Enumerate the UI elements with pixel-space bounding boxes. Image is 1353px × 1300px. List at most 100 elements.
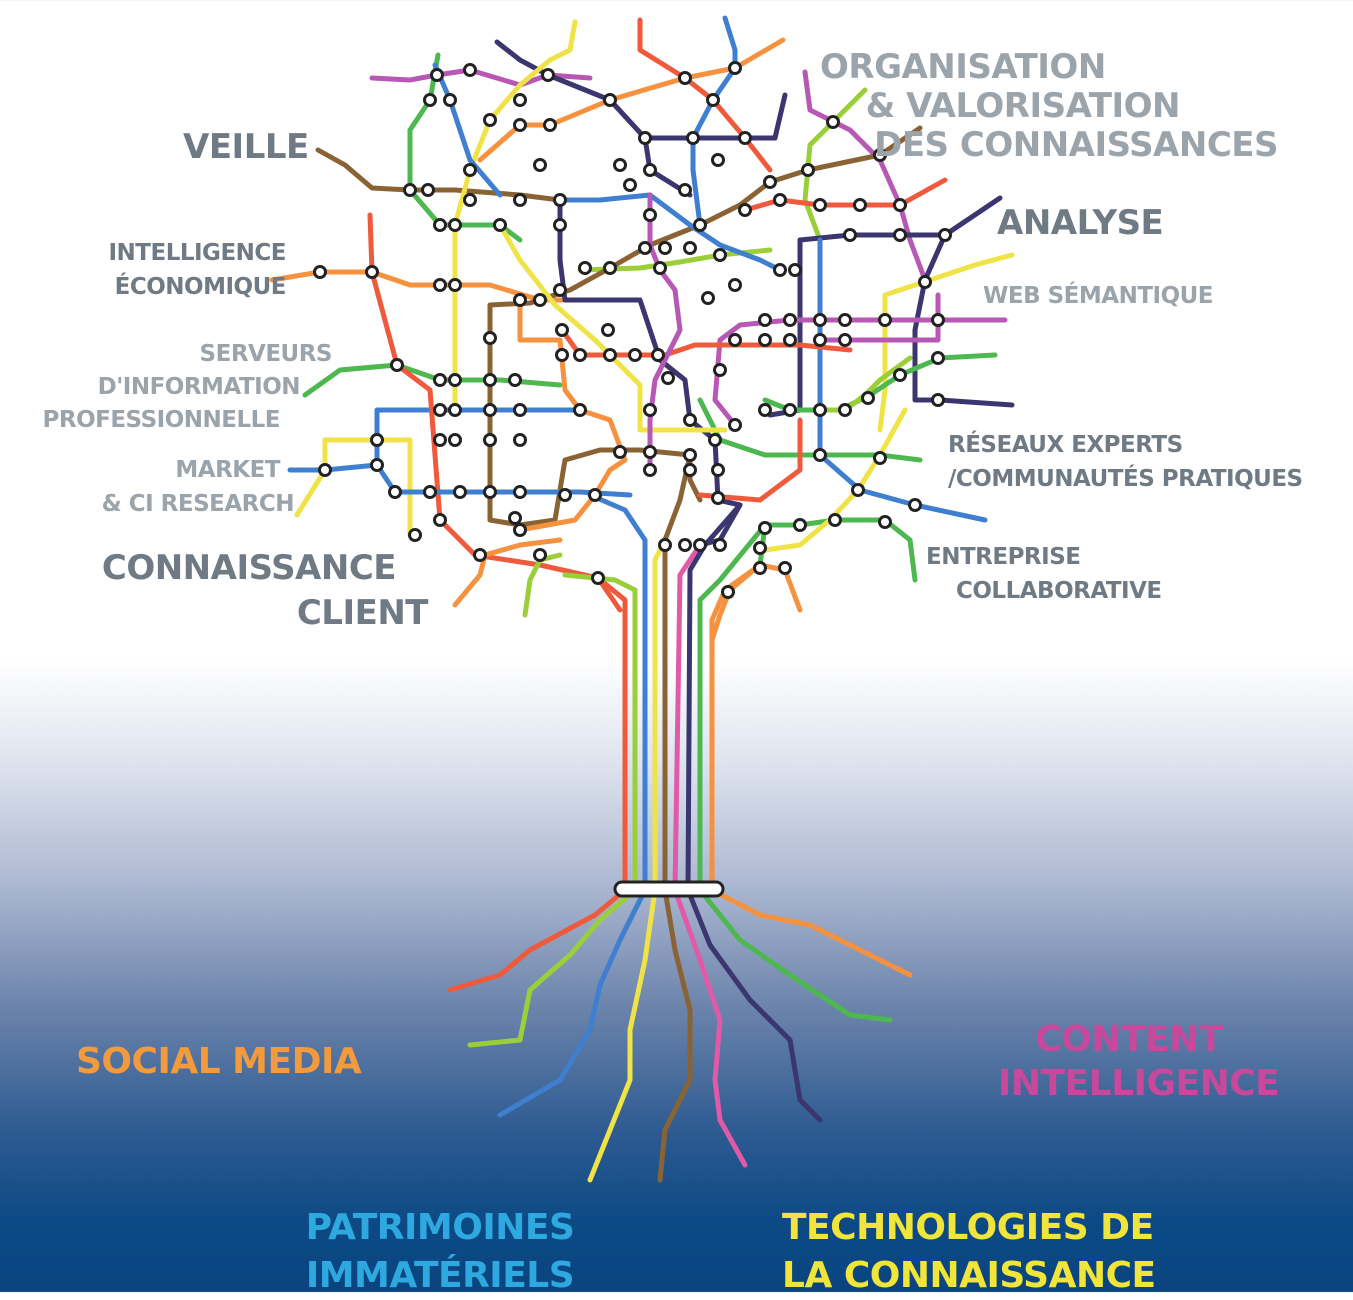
- station-marker: [651, 348, 665, 362]
- station-marker: [433, 403, 447, 417]
- station-marker: [463, 193, 477, 207]
- station-marker: [738, 131, 752, 145]
- line-orange-center: [517, 297, 628, 533]
- label-reseaux: RÉSEAUX EXPERTS /COMMUNAUTÉS PRATIQUES: [948, 428, 1303, 496]
- label-line: CONNAISSANCE: [101, 548, 397, 588]
- root-red: [447, 887, 628, 993]
- station-marker: [390, 358, 404, 372]
- station-marker: [318, 463, 332, 477]
- station-marker: [558, 488, 572, 502]
- station-marker: [711, 153, 725, 167]
- label-line: PROFESSIONNELLE: [42, 407, 281, 433]
- label-line: & CI RESEARCH: [101, 491, 295, 517]
- line-brown-veille: [315, 147, 563, 203]
- root-green: [697, 887, 893, 1023]
- station-marker: [483, 373, 497, 387]
- station-marker: [658, 538, 672, 552]
- station-marker: [543, 118, 557, 132]
- station-marker: [508, 511, 522, 525]
- station-marker: [793, 518, 807, 532]
- station-marker: [738, 203, 752, 217]
- station-marker: [713, 248, 727, 262]
- station-marker: [553, 193, 567, 207]
- station-marker: [643, 445, 657, 459]
- station-marker: [513, 403, 527, 417]
- station-marker: [555, 323, 569, 337]
- station-marker: [448, 373, 462, 387]
- station-marker: [613, 445, 627, 459]
- station-marker: [643, 463, 657, 477]
- station-marker: [918, 275, 932, 289]
- station-marker: [683, 413, 697, 427]
- station-marker: [783, 333, 797, 347]
- station-marker: [813, 403, 827, 417]
- category-line: TECHNOLOGIES DE: [782, 1207, 1154, 1248]
- station-marker: [553, 218, 567, 232]
- station-marker: [430, 68, 444, 82]
- label-serveurs: SERVEURS D'INFORMATION PROFESSIONNELLE: [10, 338, 333, 437]
- station-marker: [838, 313, 852, 327]
- station-marker: [423, 93, 437, 107]
- station-marker: [453, 485, 467, 499]
- station-marker: [851, 483, 865, 497]
- trunk-ring: [613, 880, 725, 898]
- label-line: RÉSEAUX EXPERTS: [948, 432, 1183, 458]
- station-marker: [678, 183, 692, 197]
- station-marker: [578, 261, 592, 275]
- station-marker: [931, 313, 945, 327]
- label-line: COLLABORATIVE: [956, 578, 1162, 604]
- station-marker: [638, 131, 652, 145]
- station-marker: [711, 491, 725, 505]
- label-line: DES CONNAISSANCES: [874, 125, 1278, 165]
- line-blue-left2: [432, 62, 503, 198]
- station-marker: [801, 163, 815, 177]
- station-marker: [313, 265, 327, 279]
- label-veille: VEILLE: [183, 127, 309, 167]
- station-marker: [788, 263, 802, 277]
- station-marker: [828, 513, 842, 527]
- line-red-top: [637, 17, 773, 173]
- station-marker: [713, 538, 727, 552]
- station-marker: [713, 363, 727, 377]
- station-marker: [706, 93, 720, 107]
- station-marker: [873, 148, 887, 162]
- category-social-media: SOCIAL MEDIA: [76, 1041, 362, 1082]
- station-marker: [603, 93, 617, 107]
- label-line: CLIENT: [296, 593, 429, 633]
- label-connaissance-client: CONNAISSANCE CLIENT: [100, 546, 429, 636]
- category-patrimoines: PATRIMOINES IMMATÉRIELS: [300, 1204, 580, 1300]
- station-marker: [813, 313, 827, 327]
- station-marker: [653, 261, 667, 275]
- station-marker: [843, 228, 857, 242]
- station-marker: [448, 403, 462, 417]
- line-yellow-left: [294, 437, 413, 538]
- category-content-intelligence: CONTENT INTELLIGENCE: [998, 1018, 1280, 1106]
- station-marker: [683, 241, 697, 255]
- station-marker: [541, 68, 555, 82]
- line-blue-center: [557, 192, 783, 273]
- station-marker: [573, 403, 587, 417]
- station-marker: [508, 373, 522, 387]
- trunk-orange: [709, 562, 763, 893]
- station-marker: [778, 561, 792, 575]
- station-marker: [693, 218, 707, 232]
- station-marker: [783, 313, 797, 327]
- category-line: PATRIMOINES: [305, 1207, 575, 1248]
- station-marker: [878, 313, 892, 327]
- station-marker: [513, 293, 527, 307]
- station-marker: [838, 333, 852, 347]
- station-marker: [370, 458, 384, 472]
- station-marker: [931, 351, 945, 365]
- label-line: MARKET: [175, 457, 280, 483]
- station-marker: [433, 433, 447, 447]
- station-marker: [370, 433, 384, 447]
- category-line: CONTENT: [1035, 1019, 1223, 1060]
- station-marker: [838, 403, 852, 417]
- station-marker: [758, 333, 772, 347]
- station-marker: [433, 373, 447, 387]
- station-marker: [753, 541, 767, 555]
- station-marker: [603, 261, 617, 275]
- metro-stations: [313, 61, 952, 599]
- station-marker: [686, 131, 700, 145]
